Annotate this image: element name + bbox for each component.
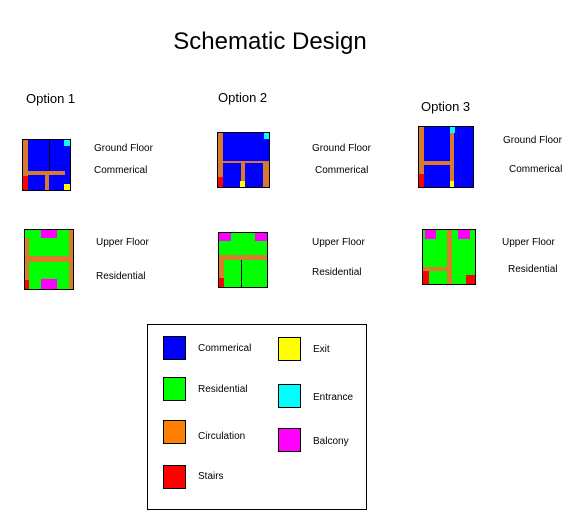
option-3-ground-floor-plan bbox=[418, 126, 474, 188]
option-2-ground-use-label: Commerical bbox=[315, 165, 369, 176]
legend-label-circulation: Circulation bbox=[198, 431, 246, 442]
option-2-heading: Option 2 bbox=[218, 90, 268, 105]
legend-label-residential: Residential bbox=[198, 384, 248, 395]
option-1-upper-floor-label: Upper Floor bbox=[96, 237, 149, 248]
legend-label-stairs: Stairs bbox=[198, 471, 224, 482]
option-2-upper-floor-plan bbox=[218, 232, 268, 288]
option-2-upper-use-label: Residential bbox=[312, 267, 362, 278]
option-1-upper-use-label: Residential bbox=[96, 271, 146, 282]
option-1-ground-use-label: Commerical bbox=[94, 165, 148, 176]
option-3-upper-floor-label: Upper Floor bbox=[502, 237, 555, 248]
legend-label-balcony: Balcony bbox=[313, 436, 349, 447]
option-3-ground-use-label: Commerical bbox=[509, 164, 563, 175]
option-2-upper-floor-label: Upper Floor bbox=[312, 237, 365, 248]
legend-swatch-commerical bbox=[163, 336, 186, 360]
page-title: Schematic Design bbox=[173, 28, 367, 55]
option-1-ground-floor-label: Ground Floor bbox=[94, 143, 153, 154]
option-1-upper-floor-plan bbox=[24, 229, 74, 290]
legend-label-entrance: Entrance bbox=[313, 392, 354, 403]
option-3-upper-use-label: Residential bbox=[508, 264, 558, 275]
legend-swatch-circulation bbox=[163, 420, 186, 444]
legend-label-commerical: Commerical bbox=[198, 343, 252, 354]
legend-box: Commerical Residential Circulation Stair… bbox=[147, 324, 367, 510]
legend-swatch-residential bbox=[163, 377, 186, 401]
option-2-ground-floor-plan bbox=[217, 132, 270, 188]
option-3-upper-floor-plan bbox=[422, 229, 476, 285]
legend-label-exit: Exit bbox=[313, 344, 330, 355]
option-1-ground-floor-plan bbox=[22, 139, 71, 191]
option-2-ground-floor-label: Ground Floor bbox=[312, 143, 371, 154]
option-1-heading: Option 1 bbox=[26, 91, 76, 106]
legend-swatch-exit bbox=[278, 337, 301, 361]
option-3-heading: Option 3 bbox=[421, 99, 471, 114]
legend-swatch-entrance bbox=[278, 384, 301, 408]
option-3-ground-floor-label: Ground Floor bbox=[503, 135, 562, 146]
legend-swatch-balcony bbox=[278, 428, 301, 452]
legend-swatch-stairs bbox=[163, 465, 186, 489]
